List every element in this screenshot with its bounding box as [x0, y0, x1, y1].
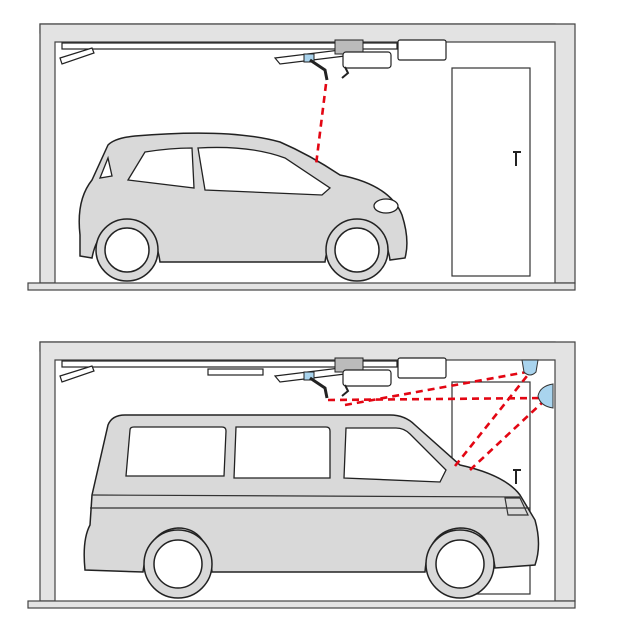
scene-hatchback [26, 22, 577, 292]
safety-beams [327, 370, 546, 471]
door-handle-icon [513, 469, 521, 484]
photo-sensor-icon [521, 359, 539, 376]
photo-sensor-icon [537, 383, 554, 409]
safety-beam [453, 375, 529, 467]
hatchback-car [78, 132, 408, 282]
safety-beam [344, 370, 528, 407]
van [83, 414, 540, 599]
door [451, 67, 531, 277]
safety-beam [314, 83, 328, 166]
door-handle-icon [513, 151, 521, 166]
safety-beam [327, 396, 546, 402]
safety-beam [469, 399, 546, 471]
